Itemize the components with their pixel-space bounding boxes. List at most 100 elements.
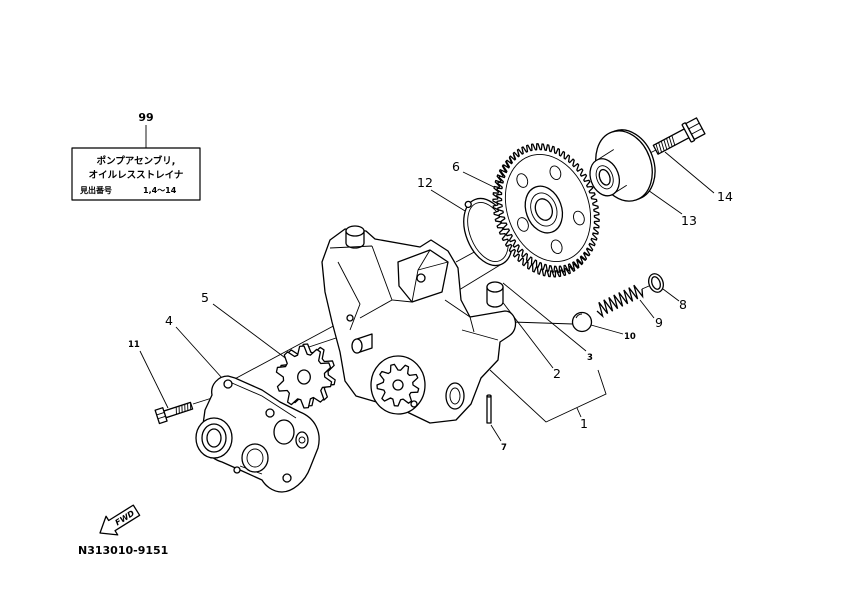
cover-bearing-bore bbox=[206, 428, 222, 448]
bolt-14-head bbox=[685, 117, 706, 141]
gear-hole bbox=[548, 164, 563, 181]
leader-14 bbox=[664, 151, 715, 194]
leader-1 bbox=[576, 407, 582, 418]
forward-arrow-shape bbox=[99, 504, 141, 536]
leader-10 bbox=[590, 324, 624, 335]
cover-port bbox=[241, 443, 269, 473]
callout-14: 14 bbox=[717, 189, 733, 204]
part-4-pump-cover bbox=[195, 375, 320, 493]
align-bolt-cover bbox=[192, 397, 213, 405]
callout-6: 6 bbox=[452, 159, 460, 174]
part-7-pin bbox=[486, 394, 492, 424]
gear-bore bbox=[532, 196, 555, 222]
cover-bolt-hole bbox=[223, 379, 233, 389]
assembly-note-box bbox=[71, 147, 201, 201]
callout-11: 11 bbox=[128, 340, 140, 350]
callout-8: 8 bbox=[679, 297, 687, 312]
ball-highlight bbox=[575, 313, 583, 319]
outer-rotor bbox=[376, 363, 420, 407]
leader-3 bbox=[502, 282, 587, 352]
callout-7: 7 bbox=[501, 443, 507, 453]
part-8-washer bbox=[648, 273, 664, 293]
bolt-14-head-facets bbox=[688, 122, 703, 135]
callout-3: 3 bbox=[587, 353, 593, 363]
gear-hole bbox=[515, 172, 530, 189]
leader-2 bbox=[500, 299, 554, 369]
gear-bearing bbox=[526, 189, 561, 230]
part-2-collar bbox=[486, 281, 504, 308]
leader-13 bbox=[644, 187, 683, 215]
leader-5 bbox=[212, 303, 289, 361]
leader-1-bracket bbox=[489, 369, 607, 423]
bolt-14-threads bbox=[655, 135, 676, 154]
rotor-bore bbox=[298, 370, 311, 384]
callout-5: 5 bbox=[201, 290, 209, 305]
part-6-gear bbox=[475, 129, 618, 291]
callout-12: 12 bbox=[417, 175, 433, 190]
pump-body-housing-edge bbox=[411, 249, 449, 303]
pin-body bbox=[486, 395, 492, 424]
cover-bolt-hole bbox=[282, 473, 292, 483]
body-bolt-hole bbox=[346, 314, 354, 322]
assembly-note-ref-label: 見出番号 bbox=[79, 185, 112, 195]
pump-body-boss-top bbox=[345, 225, 365, 237]
gear-hole bbox=[549, 238, 564, 255]
bolt-11-head bbox=[154, 407, 168, 425]
part-5-rotor bbox=[276, 344, 335, 408]
outlet-hole bbox=[449, 387, 461, 405]
align-cover-body bbox=[228, 315, 353, 383]
callout-4: 4 bbox=[165, 313, 173, 328]
washer-inner bbox=[650, 276, 662, 290]
leader-7 bbox=[490, 424, 502, 442]
callout-10: 10 bbox=[624, 332, 636, 342]
pin-cap bbox=[486, 394, 492, 398]
gasket-tab bbox=[464, 200, 472, 209]
bolt-11-head-facets bbox=[156, 412, 166, 420]
callout-1: 1 bbox=[580, 416, 588, 431]
oil-pump-body bbox=[321, 225, 517, 424]
align-spring-washer bbox=[641, 285, 650, 290]
assembly-note-line1: ポンプアセンブリ, bbox=[97, 155, 176, 167]
assembly-number: 99 bbox=[138, 111, 153, 124]
part-14-bolt bbox=[652, 117, 706, 155]
flange-hub-bearing bbox=[598, 168, 611, 186]
gear-hole bbox=[516, 216, 531, 233]
align-body-gasket-lower bbox=[458, 261, 506, 291]
pump-shaft-end bbox=[351, 338, 363, 354]
leader-9 bbox=[639, 299, 655, 319]
leader-lines bbox=[139, 125, 715, 442]
outer-rotor-hole bbox=[392, 379, 404, 391]
collar-top bbox=[486, 281, 504, 293]
part-11-bolt bbox=[154, 401, 194, 425]
callouts: 1 2 3 4 5 6 7 8 9 10 11 12 13 14 bbox=[128, 159, 733, 453]
outlet-boss bbox=[445, 382, 465, 410]
ball bbox=[571, 311, 593, 333]
callout-2: 2 bbox=[553, 366, 561, 381]
gear-rim bbox=[491, 142, 605, 273]
part-9-spring bbox=[596, 284, 644, 319]
leader-8 bbox=[662, 288, 680, 302]
pump-body-housing-hole bbox=[416, 273, 426, 283]
leader-12 bbox=[430, 189, 471, 215]
callout-9: 9 bbox=[655, 315, 663, 330]
leader-11 bbox=[139, 350, 169, 409]
drawing-code: N313010-9151 bbox=[78, 544, 168, 557]
cover-outline bbox=[201, 375, 320, 493]
cover-bolt-hole bbox=[233, 466, 241, 474]
callout-13: 13 bbox=[681, 213, 697, 228]
assembly-note-line2: オイルレスストレイナ bbox=[89, 170, 184, 181]
cover-port-inner bbox=[246, 448, 264, 468]
assembly-note-ref-value: 1,4〜14 bbox=[143, 186, 177, 195]
align-body-ball bbox=[511, 321, 574, 325]
pump-body-web bbox=[329, 245, 499, 341]
part-13-flange-collar bbox=[589, 129, 656, 202]
bolt-11-threads bbox=[175, 402, 192, 415]
cover-bolt-hole bbox=[295, 431, 309, 449]
cover-lump bbox=[273, 419, 295, 445]
part-10-ball bbox=[571, 311, 593, 333]
cover-bolt-hole-inner bbox=[298, 436, 306, 444]
gear-hole bbox=[572, 210, 587, 227]
leader-4 bbox=[175, 326, 223, 379]
assembly-note: 99 ポンプアセンブリ, オイルレスストレイナ 見出番号 1,4〜14 bbox=[71, 111, 201, 201]
